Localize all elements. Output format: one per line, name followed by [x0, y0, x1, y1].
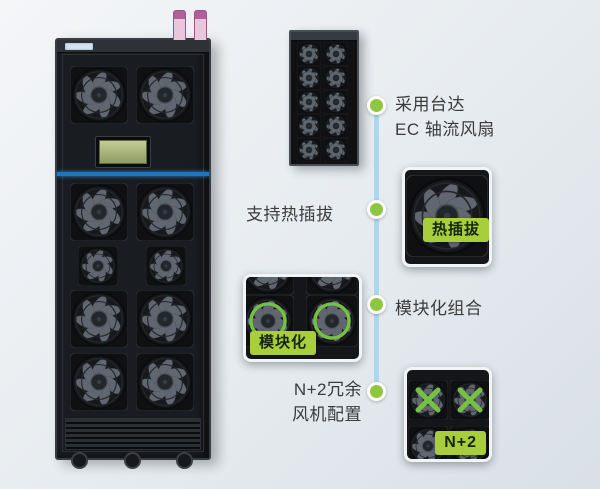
led-strip [57, 172, 209, 176]
fan [70, 183, 128, 241]
feature-label-ec-fan: 采用台达 EC 轴流风扇 [395, 92, 495, 142]
fan [136, 353, 194, 411]
redundant-fan-x-marks [415, 387, 483, 413]
fan [146, 246, 186, 286]
delta-logo [65, 43, 93, 50]
fan [136, 290, 194, 348]
feature-redundancy-line1: N+2冗余 [293, 380, 362, 399]
feature-label-hot-swap: 支持热插拔 [246, 205, 334, 224]
fan [297, 138, 321, 162]
fan [324, 138, 348, 162]
control-display [95, 136, 151, 168]
feature-redundancy-line2: 风机配置 [292, 405, 362, 424]
timeline-dot-3 [367, 295, 386, 314]
modular-photo: 模块化 [243, 274, 362, 362]
timeline-dot-1 [367, 96, 386, 115]
timeline-dot-2 [367, 200, 386, 219]
feature-label-redundancy: N+2冗余 风机配置 [262, 377, 362, 427]
feature-ec-fan-line1: 采用台达 [395, 95, 465, 114]
fan [324, 114, 348, 138]
fan [70, 66, 128, 124]
timeline-dot-4 [367, 382, 386, 401]
control-display-glass [99, 140, 147, 164]
fan [324, 42, 348, 66]
timeline-line [374, 102, 379, 394]
fan-module-unit [289, 30, 359, 166]
caster-wheel [124, 452, 141, 469]
cabinet-top-bezel [57, 40, 209, 53]
n-plus-2-badge: N+2 [435, 431, 486, 455]
fan [136, 66, 194, 124]
coolant-pipe-left [173, 10, 186, 43]
fan [136, 183, 194, 241]
modular-badge: 模块化 [250, 331, 317, 355]
feature-label-modular: 模块化组合 [395, 299, 483, 318]
main-cooling-cabinet [55, 10, 211, 469]
fan [406, 175, 488, 257]
n-plus-2-photo: N+2 [404, 367, 492, 462]
fan-module-bezel [291, 32, 357, 41]
cabinet-frame [62, 54, 204, 452]
hot-swap-badge: 热插拔 [422, 218, 489, 242]
fan [324, 66, 348, 90]
bottom-vent-grille [65, 418, 201, 450]
caster-wheel [71, 452, 88, 469]
fan [297, 90, 321, 114]
fan [70, 290, 128, 348]
fan [297, 42, 321, 66]
caster-wheel [176, 452, 193, 469]
hot-swap-photo: 热插拔 [402, 167, 492, 267]
fan [297, 66, 321, 90]
feature-ec-fan-line2: EC 轴流风扇 [395, 120, 495, 139]
fan [297, 114, 321, 138]
fan [70, 353, 128, 411]
fan [78, 246, 118, 286]
fan [324, 90, 348, 114]
coolant-pipe-right [194, 10, 207, 43]
